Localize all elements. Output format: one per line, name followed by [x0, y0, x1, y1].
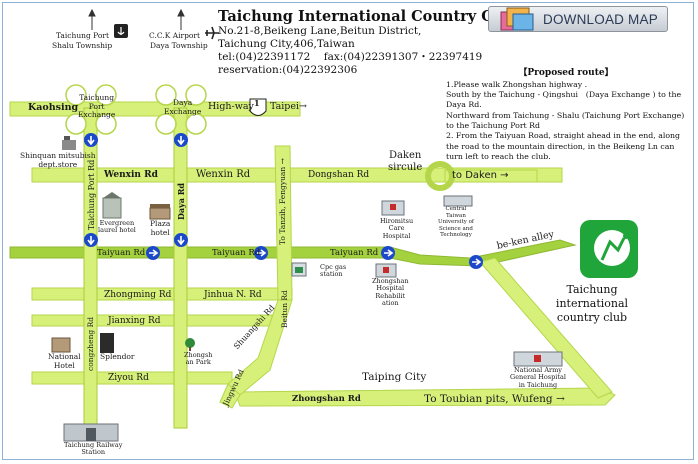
daya-exchange-cloverleaf: [155, 84, 207, 135]
railway-station-icon: [63, 423, 119, 442]
taichung-port-road-label: Taichung Port Rd: [87, 159, 96, 230]
download-map-icon: [500, 7, 534, 31]
evergreen-hotel-icon: [102, 192, 122, 219]
to-daken-road: [444, 169, 538, 183]
ziyou-road-label: Ziyou Rd: [108, 373, 149, 383]
port-exchange-cloverleaf: [65, 84, 117, 135]
arrow-right-icon: [381, 246, 395, 260]
anchor-icon: [114, 24, 128, 38]
club-logo-icon: [580, 220, 638, 278]
reservation-line: reservation:(04)22392306: [218, 64, 358, 77]
route-line-3: Northward from Taichung - Shalu (Taichun…: [446, 110, 685, 130]
proposed-route: 【Proposed route】 1.Please walk Zhongshan…: [446, 68, 686, 162]
arrow-right-icon: [254, 246, 268, 260]
club-title: Taichung International Country Club: [218, 8, 519, 25]
zhongshan-hospital-icon: [375, 263, 397, 278]
jingwu-road: [219, 383, 241, 409]
splendor-label: Splendor: [100, 352, 135, 361]
daken-circle: [425, 161, 455, 191]
hiromitsu-hospital-icon: [381, 200, 405, 216]
jianxing-road-label: Jianxing Rd: [108, 316, 161, 326]
taiyuan-road-label-2: Taiyuan Rd: [212, 248, 261, 258]
taiping-city-label: Taiping City: [362, 371, 427, 383]
taipei-label: Taipei→: [270, 101, 308, 112]
route-heading: 【Proposed route】: [518, 68, 614, 78]
to-tanzih-label: To Tanzih, Fengyuan →: [278, 158, 287, 245]
highway-1: [9, 101, 301, 117]
gas-station-icon: [291, 262, 307, 277]
route-line-2: South by the Taichung - Qingshui (Daya E…: [446, 90, 682, 110]
shinquan-building-icon: [62, 136, 76, 150]
address-line-2: Taichung City,406,Taiwan: [218, 38, 355, 51]
shalu-label: Shalu Township: [52, 41, 113, 50]
daya-township-label: Daya Township: [150, 41, 208, 50]
ccl-airport-label: C.C.K Airport: [149, 31, 201, 40]
dongshan-road-label: Dongshan Rd: [308, 170, 370, 180]
to-daken-label: to Daken →: [452, 170, 509, 181]
park-tree-icon: [185, 338, 195, 351]
plaza-hotel-icon: [149, 204, 171, 220]
wenxin-road-label-left: Wenxin Rd: [104, 170, 158, 180]
highway-shield-icon: [249, 98, 267, 116]
arrow-down-icon: [174, 233, 188, 247]
zhongshan-road-label: Zhongshan Rd: [292, 394, 361, 404]
splendor-hotel-icon: [100, 333, 114, 353]
university-icon: [443, 195, 473, 207]
taiyuan-road-label-3: Taiyuan Rd: [330, 248, 379, 258]
direction-arrows: [84, 133, 483, 269]
zhongshan-road: [234, 387, 616, 407]
highway-number: 1: [254, 98, 260, 108]
download-map-button[interactable]: DOWNLOAD MAP: [488, 6, 668, 32]
highway-label: High-way: [208, 101, 254, 112]
taichung-port-label: Taichung Port: [56, 31, 110, 40]
arrow-down-icon: [84, 233, 98, 247]
kaohsing-label: Kaohsing: [28, 102, 79, 113]
army-hospital-icon: [513, 351, 563, 367]
wenxin-road-label-mid: Wenxin Rd: [196, 169, 251, 180]
arrow-down-icon: [84, 133, 98, 147]
fax: fax:(04)22391307・22397419: [323, 51, 483, 64]
to-toubian-label: To Toubian pits, Wufeng →: [424, 393, 565, 405]
airplane-icon: [205, 26, 219, 40]
route-line-4: 2. From the Taiyuan Road, straight ahead…: [446, 131, 681, 161]
north-arrows: [88, 8, 185, 30]
arrow-right-icon: [146, 246, 160, 260]
route-line-1: 1.Please walk Zhongshan highway .: [446, 79, 588, 89]
phone-fax-line: tel:(04)22391172 fax:(04)22391307・223974…: [218, 51, 519, 64]
download-map-label: DOWNLOAD MAP: [543, 12, 658, 27]
beitun-road-label: Beitun Rd: [280, 290, 289, 328]
daya-road-label: Daya Rd: [176, 183, 186, 220]
jinhua-road-label: Jinhua N. Rd: [204, 290, 262, 300]
building-icons: [51, 136, 563, 442]
national-hotel-icon: [51, 337, 71, 353]
address-line-1: No.21-8,Beikeng Lane,Beitun District,: [218, 25, 422, 37]
arrow-right-icon: [469, 255, 483, 269]
daya-road: [173, 107, 188, 429]
phone: tel:(04)22391172: [218, 51, 311, 64]
zhongming-road-label: Zhongming Rd: [104, 290, 172, 300]
club-info: Taichung International Country Club No.2…: [218, 8, 519, 78]
chengzheng-road-label: congzheng Rd: [86, 316, 95, 371]
arrow-down-icon: [174, 133, 188, 147]
taiyuan-road-label-1: Taiyuan Rd: [97, 248, 146, 258]
